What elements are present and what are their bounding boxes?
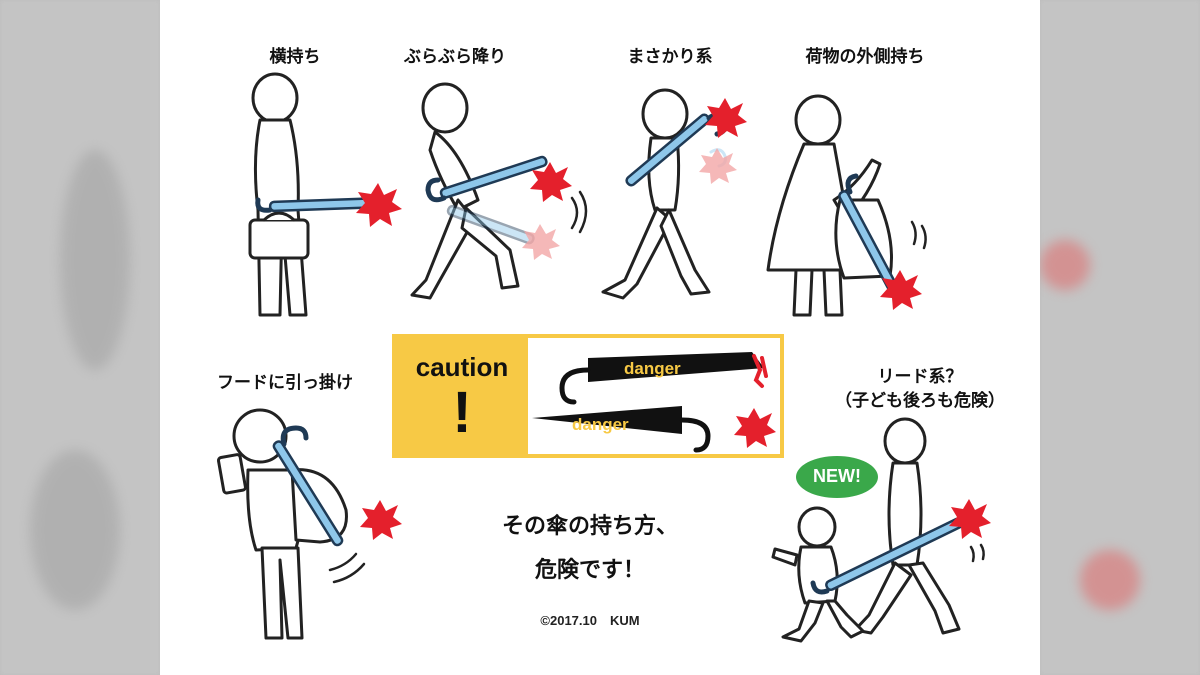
figure-outside-bag xyxy=(766,94,927,317)
danger-umbrella-diagram: danger danger xyxy=(532,352,776,453)
label-outside-bag: 荷物の外側持ち xyxy=(805,47,925,67)
danger-label-top: danger xyxy=(624,359,681,378)
headline-line2: 危険です！ xyxy=(534,558,645,583)
blurred-burst-right-lower xyxy=(1080,550,1140,610)
figure-reverse-carry xyxy=(601,88,747,300)
exclamation-icon: ! xyxy=(452,380,472,445)
label-hood: フードに引っ掛け xyxy=(217,373,353,393)
caution-yellow-block: caution ! xyxy=(396,338,528,454)
label-swinging: ぶらぶら降り xyxy=(404,47,506,67)
blurred-background-left xyxy=(0,0,160,675)
illustration-card: 横持ち ぶらぶら降り まさかり系 荷物の外側持ち フードに引っ掛け リード系？ … xyxy=(160,0,1040,675)
new-badge xyxy=(796,456,878,498)
blurred-figure-left-lower xyxy=(30,450,120,610)
new-badge-label: NEW! xyxy=(813,466,861,486)
label-lead-line2: （子ども後ろも危険） xyxy=(835,391,1005,411)
danger-label-bottom: danger xyxy=(572,415,629,434)
blood-drip-icon xyxy=(752,354,768,388)
caution-word: caution xyxy=(415,352,509,382)
label-lead-line1: リード系？ xyxy=(877,367,963,387)
figure-hood-hook xyxy=(216,408,402,640)
figure-horizontal-carry xyxy=(248,72,402,317)
figure-swinging xyxy=(410,82,588,300)
blurred-burst-right xyxy=(1040,240,1090,290)
headline-line1: その傘の持ち方、 xyxy=(501,514,678,539)
blurred-figure-left xyxy=(60,150,130,370)
label-reverse: まさかり系 xyxy=(627,47,713,67)
danger-burst-icon xyxy=(734,408,776,448)
label-horizontal: 横持ち xyxy=(269,47,321,67)
caution-panel: caution ! danger danger xyxy=(392,334,784,458)
figure-lead-style xyxy=(771,417,991,643)
copyright-notice: ©2017.10 KUM xyxy=(540,613,640,628)
